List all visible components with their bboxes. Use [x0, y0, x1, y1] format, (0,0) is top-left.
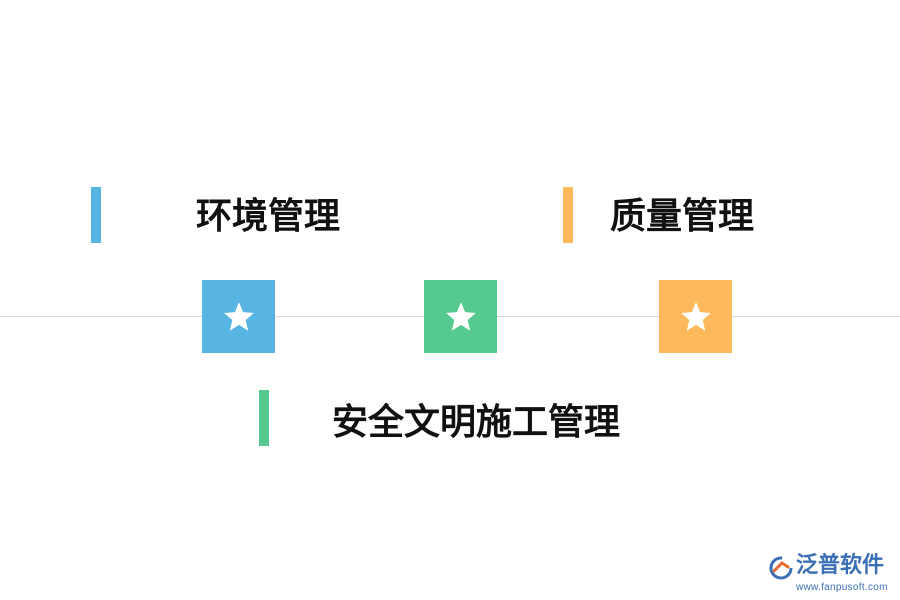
star-icon [445, 301, 476, 331]
brand-logo-icon [769, 556, 793, 580]
label-safety: 安全文明施工管理 [332, 402, 621, 443]
star-marker-3 [659, 280, 732, 353]
star-marker-2 [424, 280, 497, 353]
brand-watermark: 泛普软件 www.fanpusoft.com [768, 553, 892, 597]
brand-name: 泛普软件 [796, 553, 885, 578]
label-environment: 环境管理 [196, 196, 341, 237]
brand-url: www.fanpusoft.com [796, 582, 888, 593]
star-icon [223, 301, 254, 331]
star-icon [680, 301, 711, 331]
accent-bar-environment [91, 187, 101, 243]
star-marker-1 [202, 280, 275, 353]
accent-bar-quality [563, 187, 573, 243]
accent-bar-safety [259, 390, 269, 446]
label-quality: 质量管理 [610, 196, 755, 237]
